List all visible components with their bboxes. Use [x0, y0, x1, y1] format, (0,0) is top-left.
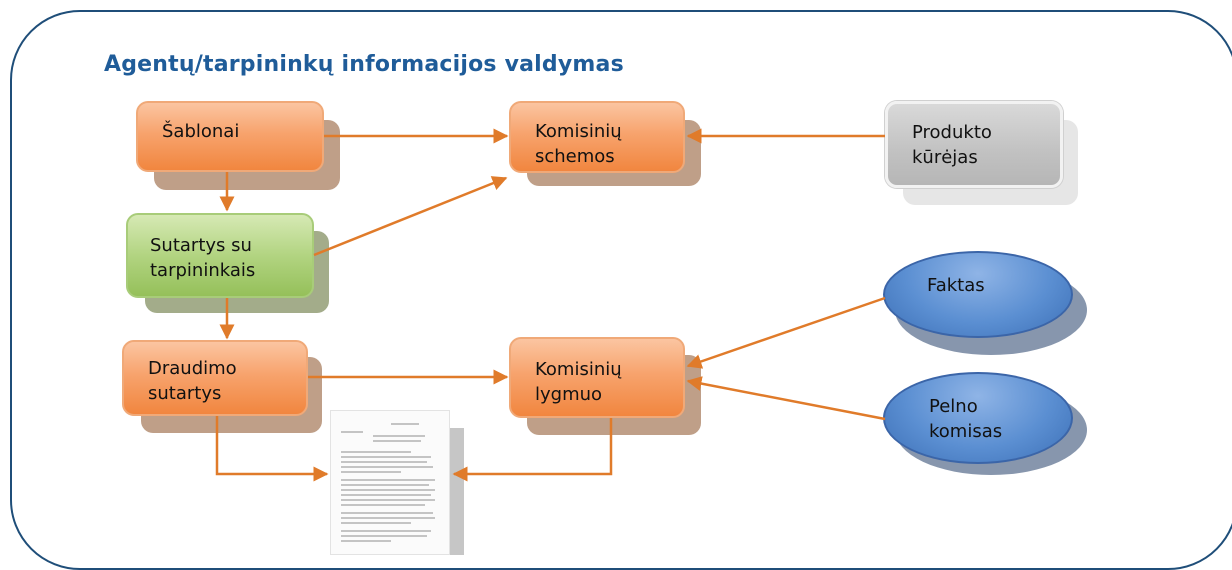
- node-komisiniu-lygmuo: Komisinių lygmuo: [509, 337, 685, 418]
- node-faktas-label: Faktas: [927, 275, 985, 296]
- node-sutartys-line2: tarpininkais: [150, 260, 256, 281]
- node-komisiniu-schemos: Komisinių schemos: [509, 101, 685, 173]
- diagram-title: Agentų/tarpininkų informacijos valdymas: [104, 52, 624, 77]
- node-pelno-komisas: Pelno komisas: [883, 372, 1073, 464]
- node-faktas: Faktas: [883, 251, 1073, 338]
- node-produkto-kurejas-line1: Produkto: [912, 122, 992, 143]
- document-page-icon: [330, 410, 450, 555]
- node-sutartys: Sutartys su tarpininkais: [126, 213, 314, 298]
- node-produkto-kurejas: Produkto kūrėjas: [885, 101, 1063, 188]
- arrow-sutartys-to-schemos: [313, 176, 508, 257]
- node-produkto-kurejas-line2: kūrėjas: [912, 147, 978, 168]
- arrow-lygmuo-to-document: [452, 418, 613, 482]
- arrow-faktas-to-lygmuo: [686, 296, 886, 369]
- arrow-pelno-to-lygmuo: [686, 376, 886, 421]
- node-pelno-komisas-line1: Pelno: [929, 396, 978, 417]
- node-komisiniu-lygmuo-line1: Komisinių: [535, 359, 622, 380]
- node-sutartys-line1: Sutartys su: [150, 235, 252, 256]
- node-pelno-komisas-line2: komisas: [929, 421, 1003, 442]
- node-komisiniu-lygmuo-line2: lygmuo: [535, 384, 603, 405]
- node-komisiniu-schemos-line1: Komisinių: [535, 121, 622, 142]
- node-draudimo-sutartys: Draudimo sutartys: [122, 340, 308, 416]
- node-komisiniu-schemos-line2: schemos: [535, 146, 615, 167]
- node-draudimo-line1: Draudimo: [148, 358, 237, 379]
- node-draudimo-line2: sutartys: [148, 383, 222, 404]
- connector-arrows: [215, 128, 886, 482]
- node-sablonai: Šablonai: [136, 101, 324, 172]
- arrow-draudimo-to-document: [215, 416, 329, 482]
- node-sablonai-label: Šablonai: [162, 121, 240, 142]
